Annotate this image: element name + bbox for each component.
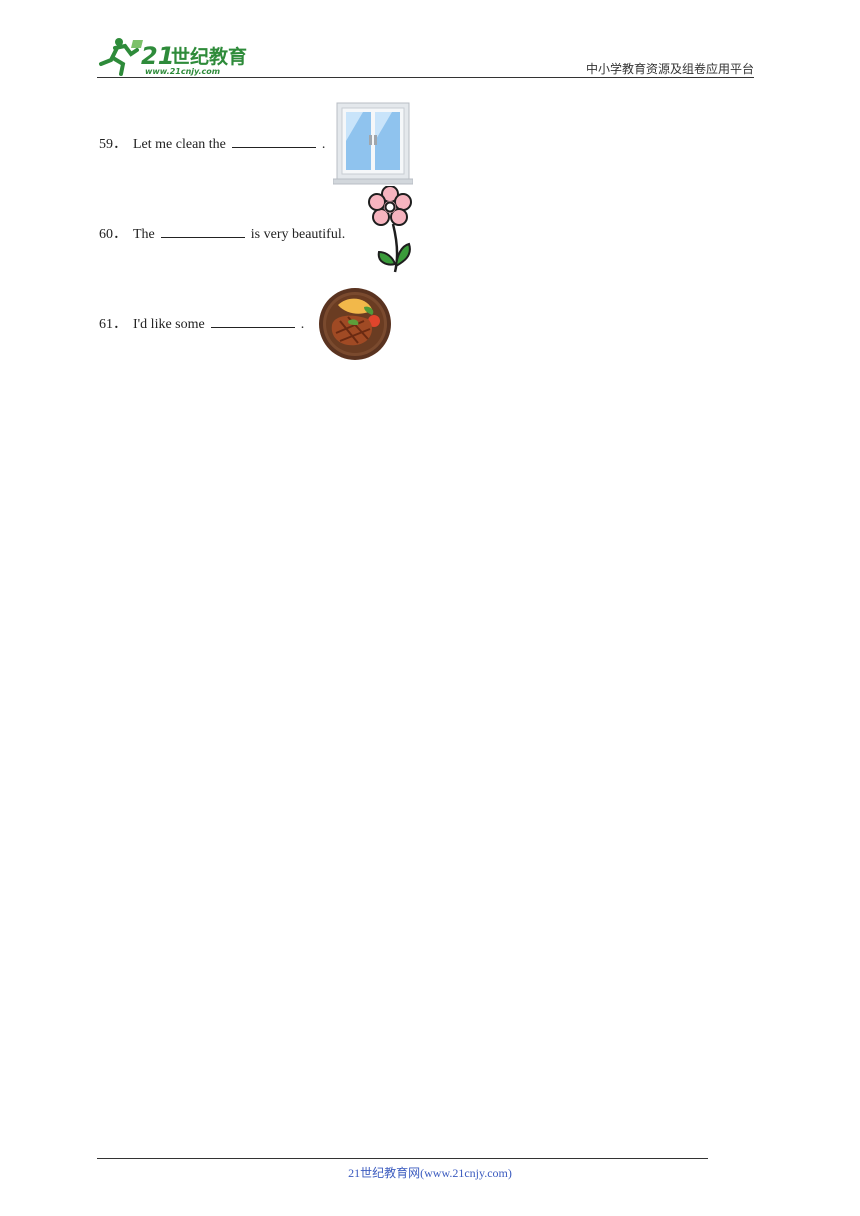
site-logo: 21 世纪教育 www.21cnjy.com <box>95 34 255 78</box>
answer-blank[interactable] <box>160 225 245 238</box>
answer-blank[interactable] <box>210 315 295 328</box>
svg-text:www.21cnjy.com: www.21cnjy.com <box>145 67 220 76</box>
question-text-before: I'd like some <box>133 317 205 332</box>
steak-plate-icon <box>318 287 392 361</box>
question-number: 59． <box>99 137 127 152</box>
question-text-after: is very beautiful. <box>250 227 346 242</box>
footer-divider <box>97 1158 708 1159</box>
question-text-after: . <box>321 137 326 152</box>
question-60: 60． The is very beautiful. <box>99 225 345 244</box>
svg-text:世纪教育: 世纪教育 <box>171 45 247 68</box>
window-icon <box>332 101 414 185</box>
question-number: 60． <box>99 227 127 242</box>
question-61: 61． I'd like some. <box>99 315 304 334</box>
footer-link[interactable]: 21世纪教育网(www.21cnjy.com) <box>348 1166 512 1180</box>
question-text-before: The <box>133 227 155 242</box>
header-tagline: 中小学教育资源及组卷应用平台 <box>585 62 754 76</box>
svg-text:21: 21 <box>141 42 174 70</box>
question-number: 61． <box>99 317 127 332</box>
flower-icon <box>363 185 417 276</box>
answer-blank[interactable] <box>231 135 316 148</box>
question-text-after: . <box>300 317 305 332</box>
runner-logo-icon: 21 世纪教育 www.21cnjy.com <box>99 38 247 76</box>
question-text-before: Let me clean the <box>133 137 226 152</box>
header-divider <box>97 77 754 78</box>
question-59: 59． Let me clean the. <box>99 135 325 154</box>
